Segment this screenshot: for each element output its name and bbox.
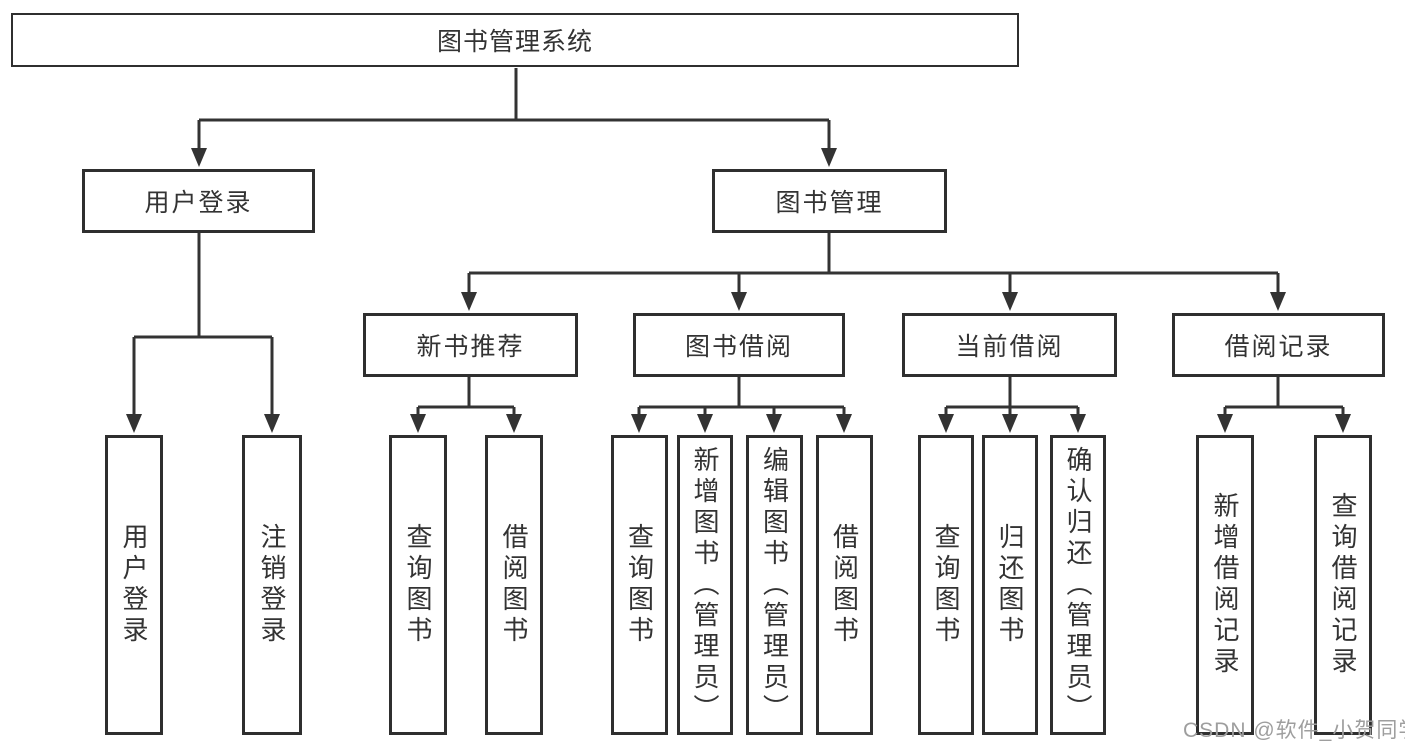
node-book-borrowing-label: 图书借阅 xyxy=(684,333,793,361)
leaf-query-books-borrow-label: 查询图书 xyxy=(624,523,655,647)
node-book-management-label: 图书管理 xyxy=(775,189,884,217)
leaf-confirm-return-admin-label: 确认归还（管理员） xyxy=(1063,445,1093,725)
connector-borrow-record-children xyxy=(1217,377,1351,433)
leaf-user-login: 用户登录 xyxy=(105,435,163,735)
leaf-query-books-recommend: 查询图书 xyxy=(389,435,447,735)
leaf-logout-label: 注销登录 xyxy=(257,523,287,647)
connector-book-borrow-children xyxy=(631,377,852,433)
leaf-borrow-books-2: 借阅图书 xyxy=(816,435,873,735)
leaf-query-books-current-label: 查询图书 xyxy=(931,523,961,647)
leaf-add-borrow-record: 新增借阅记录 xyxy=(1196,435,1254,735)
leaf-query-books-recommend-label: 查询图书 xyxy=(403,523,433,647)
leaf-add-borrow-record-label: 新增借阅记录 xyxy=(1210,492,1240,678)
leaf-confirm-return-admin: 确认归还（管理员） xyxy=(1050,435,1106,735)
leaf-edit-book-admin: 编辑图书（管理员） xyxy=(746,435,803,735)
node-new-book-recommendation: 新书推荐 xyxy=(363,313,578,377)
leaf-borrow-books-recommend-label: 借阅图书 xyxy=(499,523,529,647)
connector-current-borrow-children xyxy=(938,377,1086,433)
leaf-query-borrow-record: 查询借阅记录 xyxy=(1314,435,1372,735)
node-borrowing-records: 借阅记录 xyxy=(1172,313,1385,377)
node-user-login: 用户登录 xyxy=(82,169,315,233)
leaf-query-borrow-record-label: 查询借阅记录 xyxy=(1328,492,1358,678)
leaf-borrow-books-recommend: 借阅图书 xyxy=(485,435,543,735)
leaf-add-book-admin-label: 新增图书（管理员） xyxy=(690,445,720,725)
node-current-borrowing: 当前借阅 xyxy=(902,313,1117,377)
leaf-return-book-label: 归还图书 xyxy=(995,523,1025,647)
node-book-borrowing: 图书借阅 xyxy=(633,313,845,377)
watermark: CSDN @软件_小贺同学 xyxy=(1183,719,1405,742)
leaf-query-books-current: 查询图书 xyxy=(918,435,974,735)
connector-user-login-children xyxy=(126,233,280,433)
node-current-borrowing-label: 当前借阅 xyxy=(955,333,1064,361)
leaf-logout: 注销登录 xyxy=(242,435,302,735)
node-library-system-label: 图书管理系统 xyxy=(436,28,593,56)
leaf-return-book: 归还图书 xyxy=(982,435,1038,735)
node-book-management: 图书管理 xyxy=(712,169,947,233)
leaf-user-login-label: 用户登录 xyxy=(119,523,149,647)
node-new-book-recommendation-label: 新书推荐 xyxy=(416,333,525,361)
node-user-login-label: 用户登录 xyxy=(144,189,253,217)
node-borrowing-records-label: 借阅记录 xyxy=(1224,333,1333,361)
connector-root-to-level2 xyxy=(191,68,837,167)
leaf-borrow-books-2-label: 借阅图书 xyxy=(829,523,860,647)
connector-book-management-children xyxy=(461,233,1286,311)
connector-new-book-children xyxy=(410,377,522,433)
node-library-system: 图书管理系统 xyxy=(11,13,1019,67)
leaf-add-book-admin: 新增图书（管理员） xyxy=(677,435,733,735)
leaf-edit-book-admin-label: 编辑图书（管理员） xyxy=(759,445,790,725)
leaf-query-books-borrow: 查询图书 xyxy=(611,435,668,735)
